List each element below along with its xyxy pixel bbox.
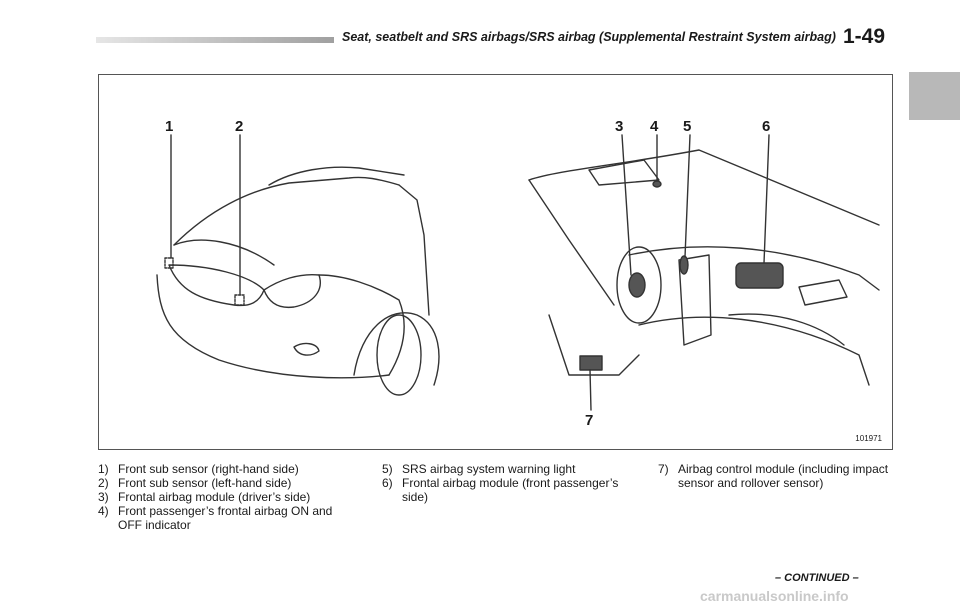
car-wheel-arch (353, 312, 440, 386)
figure-id: 101971 (855, 434, 882, 443)
caption-item-6: 6) Frontal airbag module (front passenge… (382, 476, 632, 504)
caption-number: 1) (98, 462, 109, 476)
caption-text: SRS airbag system warning light (402, 462, 576, 476)
dashboard-top (628, 246, 880, 291)
caption-number: 2) (98, 476, 109, 490)
callout-1: 1 (165, 118, 174, 135)
caption-number: 7) (658, 462, 669, 476)
callout-7: 7 (585, 412, 594, 429)
car-front-wheel (376, 314, 422, 396)
continued-label: – CONTINUED – (775, 572, 859, 584)
car-fog-light (293, 342, 320, 356)
caption-item-3: 3) Frontal airbag module (driver’s side) (98, 490, 358, 504)
chapter-tab (909, 72, 960, 120)
caption-number: 6) (382, 476, 393, 490)
car-illustration (156, 134, 880, 411)
side-vent (798, 279, 848, 306)
caption-number: 4) (98, 504, 109, 518)
car-fender (318, 274, 405, 376)
front-sub-sensor-rh (164, 257, 174, 269)
airbag-location-figure: 1 2 3 4 5 6 7 101971 (98, 74, 893, 450)
driver-airbag-module (628, 272, 646, 298)
car-grille (168, 264, 265, 307)
caption-text: Frontal airbag module (driver’s side) (118, 490, 311, 504)
caption-column-3: 7) Airbag control module (including impa… (658, 462, 898, 490)
section-title: Seat, seatbelt and SRS airbags/SRS airba… (342, 30, 836, 44)
ind-light-4 (652, 180, 662, 188)
caption-column-1: 1) Front sub sensor (right-hand side) 2)… (98, 462, 358, 532)
car-hood (173, 176, 400, 246)
roof-console (588, 159, 660, 186)
callout-6: 6 (762, 118, 771, 135)
car-front-bumper (156, 274, 390, 379)
callout-4: 4 (650, 118, 659, 135)
caption-number: 5) (382, 462, 393, 476)
car-headlight (263, 273, 321, 309)
car-side (398, 184, 430, 316)
caption-text: Front sub sensor (right-hand side) (118, 462, 299, 476)
car-windshield (268, 166, 405, 186)
caption-text: Front passenger’s frontal airbag ON and … (118, 504, 333, 532)
caption-text: Airbag control module (including impact … (678, 462, 889, 490)
caption-number: 3) (98, 490, 109, 504)
floor-line (548, 314, 640, 376)
caption-item-2: 2) Front sub sensor (left-hand side) (98, 476, 358, 490)
header-rule (96, 37, 334, 43)
center-console (678, 254, 712, 346)
callout-2: 2 (235, 118, 244, 135)
caption-item-5: 5) SRS airbag system warning light (382, 462, 632, 476)
dashboard-lower (638, 316, 870, 386)
callout-3: 3 (615, 118, 624, 135)
callout-5: 5 (683, 118, 692, 135)
caption-column-2: 5) SRS airbag system warning light 6) Fr… (382, 462, 632, 504)
page-number: 1-49 (843, 25, 886, 48)
airbag-control-module (579, 355, 603, 371)
caption-text: Front sub sensor (left-hand side) (118, 476, 292, 490)
windshield-frame (528, 149, 880, 226)
caption-item-4: 4) Front passenger’s frontal airbag ON a… (98, 504, 358, 532)
caption-item-1: 1) Front sub sensor (right-hand side) (98, 462, 358, 476)
passenger-airbag-module (735, 262, 784, 289)
caption-item-7: 7) Airbag control module (including impa… (658, 462, 898, 490)
steering-wheel (616, 246, 662, 324)
car-hood-line (173, 239, 275, 266)
caption-text: Frontal airbag module (front passenger’s… (402, 476, 619, 504)
a-pillar (528, 179, 615, 306)
watermark: carmanualsonline.info (700, 588, 849, 604)
front-sub-sensor-lh (234, 294, 245, 306)
glove-box (728, 313, 845, 346)
srs-warning-light-5 (679, 255, 689, 275)
